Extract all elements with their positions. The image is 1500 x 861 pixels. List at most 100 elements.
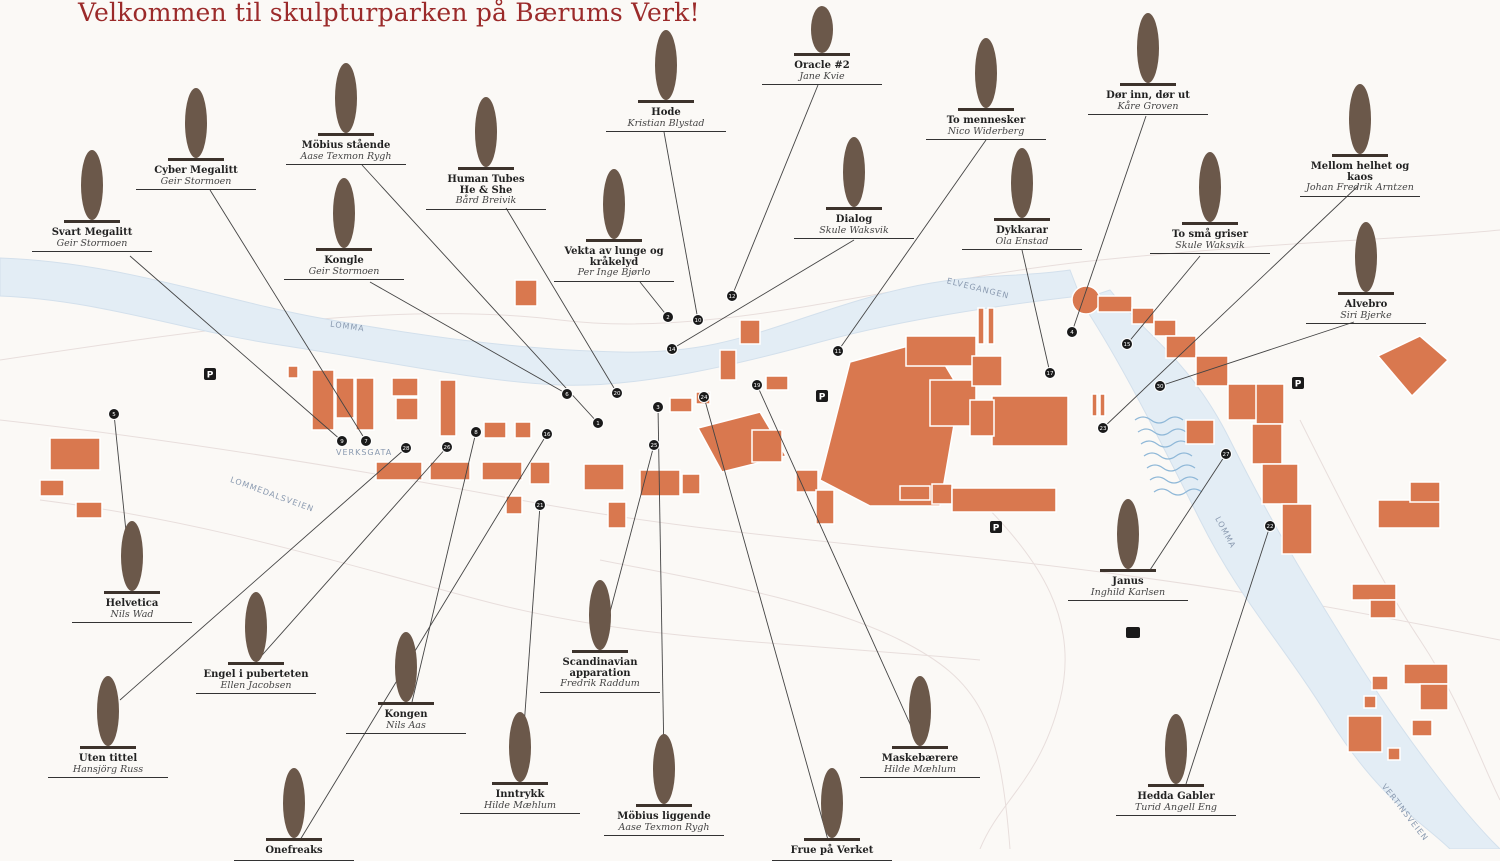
map-marker[interactable]: 7: [360, 435, 372, 447]
map-marker[interactable]: 21: [534, 499, 546, 511]
sculpture-artist: Geir Stormoen: [136, 176, 256, 191]
building: [355, 377, 375, 431]
river-lomma: [0, 257, 1500, 849]
map-marker[interactable]: 8: [470, 426, 482, 438]
sculpture-title: Helvetica: [105, 598, 159, 609]
map-marker[interactable]: 2: [662, 311, 674, 323]
building: [971, 355, 1003, 387]
sculpture-title: Möbius liggende: [617, 811, 711, 822]
map-marker[interactable]: 24: [698, 391, 710, 403]
building: [765, 375, 789, 391]
leader-line: [837, 139, 987, 352]
building: [899, 485, 931, 501]
leader-line: [639, 281, 669, 318]
map-marker[interactable]: 30: [1154, 380, 1166, 392]
sculpture-image: [458, 97, 514, 170]
leader-line: [657, 406, 665, 761]
sculpture-title: Janus: [1112, 576, 1144, 587]
sculpture-artist: Nico Widerberg: [926, 126, 1046, 141]
building: [931, 483, 953, 505]
sculpture-title: Maskebærere: [881, 753, 959, 764]
building: [1363, 695, 1377, 709]
leader-lines: [113, 84, 1359, 841]
leader-line: [756, 384, 921, 747]
building: [1281, 503, 1313, 555]
map-marker[interactable]: 19: [751, 379, 763, 391]
building: [483, 421, 507, 439]
leader-line: [1071, 115, 1147, 333]
waterfall: [1134, 416, 1203, 496]
svg-text:3: 3: [656, 405, 660, 411]
sculpture-title: Dør inn, dør ut: [1106, 90, 1190, 101]
map-marker[interactable]: 14: [666, 343, 678, 355]
map-marker[interactable]: 15: [1121, 338, 1133, 350]
map-marker[interactable]: 9: [336, 435, 348, 447]
sculpture-artist: [772, 857, 892, 861]
sculpture-image: [64, 150, 120, 223]
map-marker[interactable]: 27: [1220, 448, 1232, 460]
leader-line: [129, 255, 343, 442]
map-marker[interactable]: 3: [652, 401, 664, 413]
building: [1376, 335, 1450, 398]
leader-line: [1185, 525, 1271, 785]
building: [529, 461, 551, 485]
building: [375, 461, 423, 481]
map-marker[interactable]: 6: [561, 388, 573, 400]
map-marker[interactable]: 12: [726, 290, 738, 302]
svg-text:6: 6: [565, 392, 569, 398]
building: [1153, 319, 1177, 337]
map-marker[interactable]: 10: [692, 314, 704, 326]
map-marker[interactable]: 26: [441, 441, 453, 453]
parking-icon: P: [990, 521, 1002, 534]
svg-text:22: 22: [1267, 524, 1274, 530]
bus-icon: [1126, 627, 1140, 638]
parking-icon: P: [816, 390, 828, 403]
sculpture-artist: Aase Texmon Rygh: [286, 151, 406, 166]
building: [1195, 355, 1229, 387]
building: [905, 335, 977, 367]
map-marker[interactable]: 28: [400, 442, 412, 454]
map-marker[interactable]: 20: [611, 387, 623, 399]
building: [1099, 393, 1106, 417]
map-marker[interactable]: 4: [1066, 326, 1078, 338]
sculpture-title: Engel i puberteten: [203, 669, 309, 680]
svg-text:27: 27: [1223, 452, 1230, 458]
map-marker[interactable]: 11: [832, 345, 844, 357]
map-marker[interactable]: 5: [108, 408, 120, 420]
svg-text:15: 15: [1124, 342, 1131, 348]
building: [929, 379, 977, 427]
svg-text:16: 16: [544, 432, 551, 438]
leader-line: [255, 446, 448, 663]
sculpture-artist: Nils Wad: [72, 609, 192, 624]
svg-text:28: 28: [403, 446, 410, 452]
sculpture-image: [1182, 152, 1238, 225]
sculpture-image: [1148, 714, 1204, 787]
sculpture-artist: Per Inge Bjørlo: [554, 268, 674, 282]
sculpture-image: [572, 580, 628, 653]
building: [751, 429, 783, 463]
sculpture-image: [958, 38, 1014, 111]
map-marker[interactable]: 23: [1097, 422, 1109, 434]
sculpture-image: [318, 63, 374, 136]
map-marker[interactable]: 17: [1044, 367, 1056, 379]
building: [75, 501, 103, 519]
sculpture-title: Oracle #2: [794, 60, 850, 71]
map-marker[interactable]: 16: [541, 428, 553, 440]
svg-text:P: P: [1295, 380, 1302, 390]
building: [1165, 335, 1197, 359]
map-marker[interactable]: 1: [592, 417, 604, 429]
building: [795, 469, 819, 493]
map-marker[interactable]: 22: [1264, 520, 1276, 532]
sculpture-artist: Hilde Mæhlum: [460, 800, 580, 815]
sculpture-artist: Inghild Karlsen: [1068, 587, 1188, 602]
map-marker[interactable]: 25: [648, 439, 660, 451]
svg-text:25: 25: [651, 443, 658, 449]
